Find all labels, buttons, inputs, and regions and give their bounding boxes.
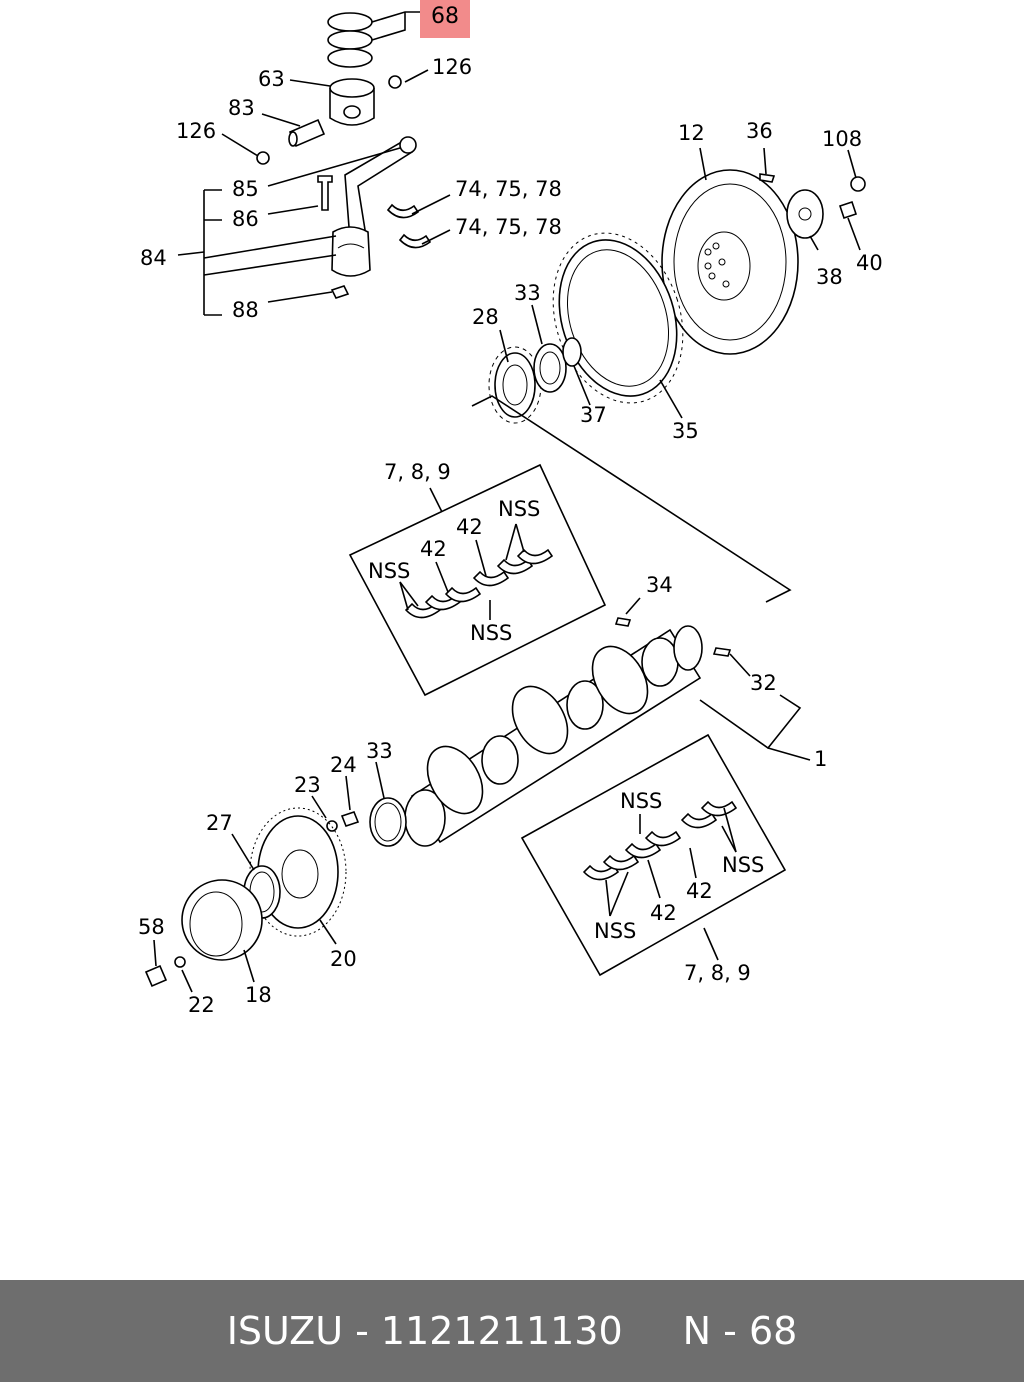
callout-34: 34 bbox=[646, 573, 673, 597]
callout-7-8-9-lower: 7, 8, 9 bbox=[684, 961, 751, 985]
callout-22: 22 bbox=[188, 993, 215, 1017]
callout-108: 108 bbox=[822, 127, 862, 151]
crankshaft bbox=[404, 625, 703, 847]
callout-42-lower-b: 42 bbox=[686, 879, 713, 903]
callout-18: 18 bbox=[245, 983, 272, 1007]
callout-58: 58 bbox=[138, 915, 165, 939]
callout-28: 28 bbox=[472, 305, 499, 329]
rod-bolt bbox=[317, 175, 333, 211]
connecting-rod bbox=[331, 136, 417, 277]
callout-74-75-78-lower: 74, 75, 78 bbox=[455, 215, 562, 239]
pin-32 bbox=[712, 647, 732, 657]
callout-38: 38 bbox=[816, 265, 843, 289]
callout-88: 88 bbox=[232, 298, 259, 322]
callout-126-top: 126 bbox=[432, 55, 472, 79]
bolt-58 bbox=[144, 964, 168, 988]
pin-34 bbox=[614, 617, 632, 627]
footer-brand-part: ISUZU - 1121211130 bbox=[226, 1309, 623, 1353]
rod-nut bbox=[330, 285, 350, 299]
bearing-shell-lower bbox=[398, 233, 432, 249]
callout-40: 40 bbox=[856, 251, 883, 275]
dowel-pin bbox=[759, 173, 776, 183]
footer-page: N - 68 bbox=[682, 1309, 798, 1353]
pilot-bearing bbox=[562, 337, 582, 367]
callout-42-lower-a: 42 bbox=[650, 901, 677, 925]
callout-84: 84 bbox=[140, 246, 167, 270]
main-bearings-upper bbox=[404, 548, 554, 619]
flywheel bbox=[661, 169, 799, 355]
callout-74-75-78-upper: 74, 75, 78 bbox=[455, 177, 562, 201]
callout-36: 36 bbox=[746, 119, 773, 143]
piston-pin bbox=[288, 118, 326, 148]
callout-83: 83 bbox=[228, 96, 255, 120]
main-bearings-lower bbox=[582, 800, 738, 881]
callout-33-upper: 33 bbox=[514, 281, 541, 305]
callout-nss-lower-c: NSS bbox=[594, 919, 636, 943]
callout-42-upper-a: 42 bbox=[420, 537, 447, 561]
callout-27: 27 bbox=[206, 811, 233, 835]
bolt-40 bbox=[838, 200, 858, 220]
callout-12: 12 bbox=[678, 121, 705, 145]
callout-32: 32 bbox=[750, 671, 777, 695]
callout-42-upper-b: 42 bbox=[456, 515, 483, 539]
callout-1: 1 bbox=[814, 747, 827, 771]
ring-gear bbox=[552, 232, 684, 404]
seal-33 bbox=[369, 797, 407, 847]
callout-33-lower: 33 bbox=[366, 739, 393, 763]
highlighted-callout-label: 68 bbox=[431, 4, 459, 29]
callout-63: 63 bbox=[258, 67, 285, 91]
callout-nss-upper-a: NSS bbox=[368, 559, 410, 583]
snap-ring-left bbox=[256, 151, 270, 165]
parts-diagram: 63 126 83 126 85 86 84 88 74, 75, 78 74,… bbox=[138, 11, 883, 1017]
callout-37: 37 bbox=[580, 403, 607, 427]
callout-86: 86 bbox=[232, 207, 259, 231]
callout-23: 23 bbox=[294, 773, 321, 797]
callout-7-8-9-upper: 7, 8, 9 bbox=[384, 460, 451, 484]
callout-35: 35 bbox=[672, 419, 699, 443]
bolt-24 bbox=[340, 811, 360, 827]
callout-nss-upper-c: NSS bbox=[470, 621, 512, 645]
bearing-shell-upper bbox=[386, 203, 420, 219]
piston bbox=[329, 78, 375, 126]
piston-rings bbox=[327, 12, 373, 68]
callout-nss-upper-b: NSS bbox=[498, 497, 540, 521]
damper-18 bbox=[181, 879, 263, 961]
bearing-33 bbox=[533, 343, 567, 393]
callout-85: 85 bbox=[232, 177, 259, 201]
callout-nss-lower-b: NSS bbox=[722, 853, 764, 877]
highlighted-callout-68: 68 bbox=[420, 0, 470, 38]
snap-ring-108 bbox=[850, 176, 866, 192]
washer-22 bbox=[174, 956, 186, 968]
callout-20: 20 bbox=[330, 947, 357, 971]
footer-bar: ISUZU - 1121211130 N - 68 bbox=[0, 1280, 1024, 1382]
callout-nss-lower-a: NSS bbox=[620, 789, 662, 813]
washer-23 bbox=[326, 820, 338, 832]
snap-ring-top bbox=[388, 75, 402, 89]
plate-38 bbox=[786, 189, 824, 239]
callout-126-left: 126 bbox=[176, 119, 216, 143]
callout-24: 24 bbox=[330, 753, 357, 777]
